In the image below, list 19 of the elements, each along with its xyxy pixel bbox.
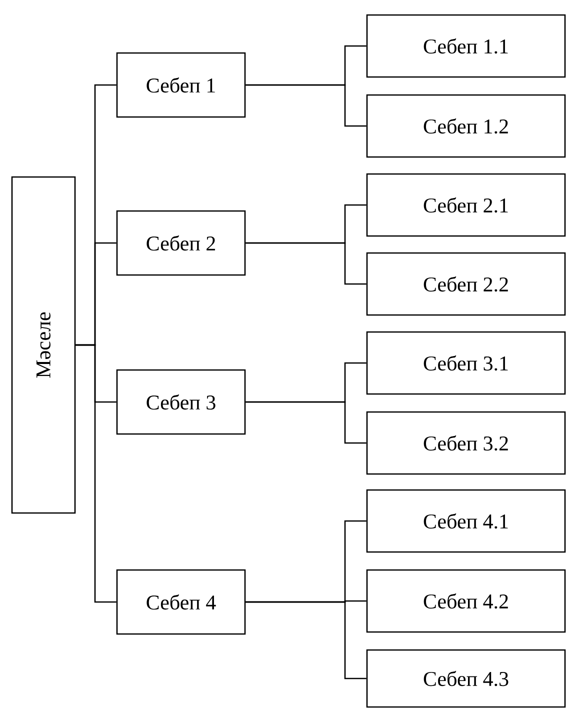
cause-box: Себеп 3.1 (366, 331, 566, 395)
cause-box: Себеп 3.2 (366, 411, 566, 475)
cause-box: Себеп 4.2 (366, 569, 566, 633)
problem-box: Мәселе (11, 176, 76, 514)
cause-box: Себеп 1 (116, 52, 246, 118)
cause-box: Себеп 4.3 (366, 649, 566, 708)
cause-box: Себеп 2.1 (366, 173, 566, 237)
cause-box: Себеп 2 (116, 210, 246, 276)
cause-box: Себеп 2.2 (366, 252, 566, 316)
connector (246, 401, 366, 444)
cause-box: Себеп 4 (116, 569, 246, 635)
connector (246, 601, 366, 680)
cause-box: Себеп 1.1 (366, 14, 566, 78)
cause-box: Себеп 4.1 (366, 489, 566, 553)
connector (246, 242, 366, 285)
connector (246, 84, 366, 127)
connector (76, 344, 116, 603)
cause-box: Себеп 3 (116, 369, 246, 435)
cause-box: Себеп 1.2 (366, 94, 566, 158)
